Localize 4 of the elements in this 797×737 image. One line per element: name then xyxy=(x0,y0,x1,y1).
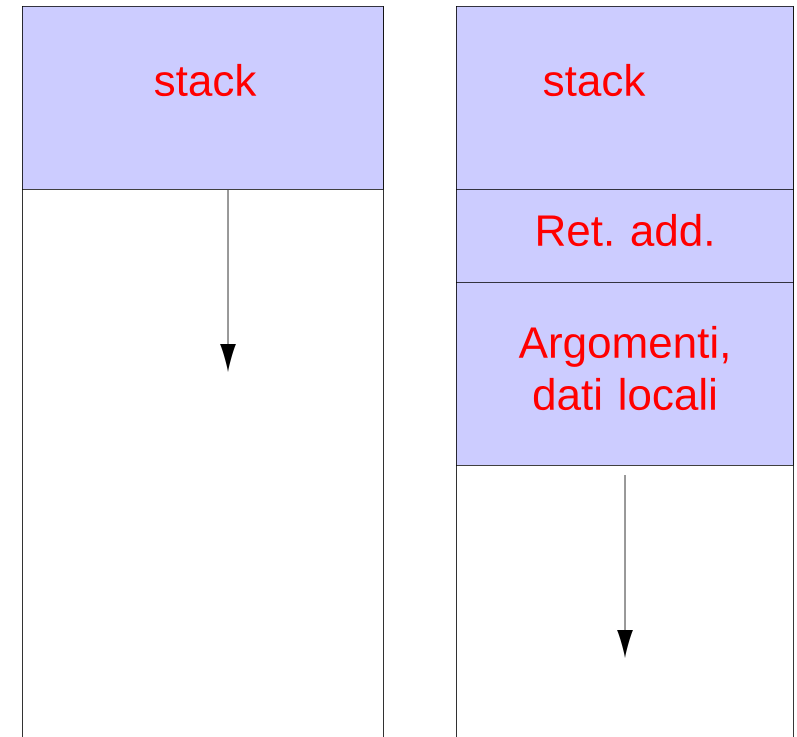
stack-box: Argomenti, dati locali xyxy=(456,282,794,466)
stack-box: stack xyxy=(456,6,794,190)
stack-box: stack xyxy=(22,6,384,190)
stack-box: Ret. add. xyxy=(456,189,794,283)
